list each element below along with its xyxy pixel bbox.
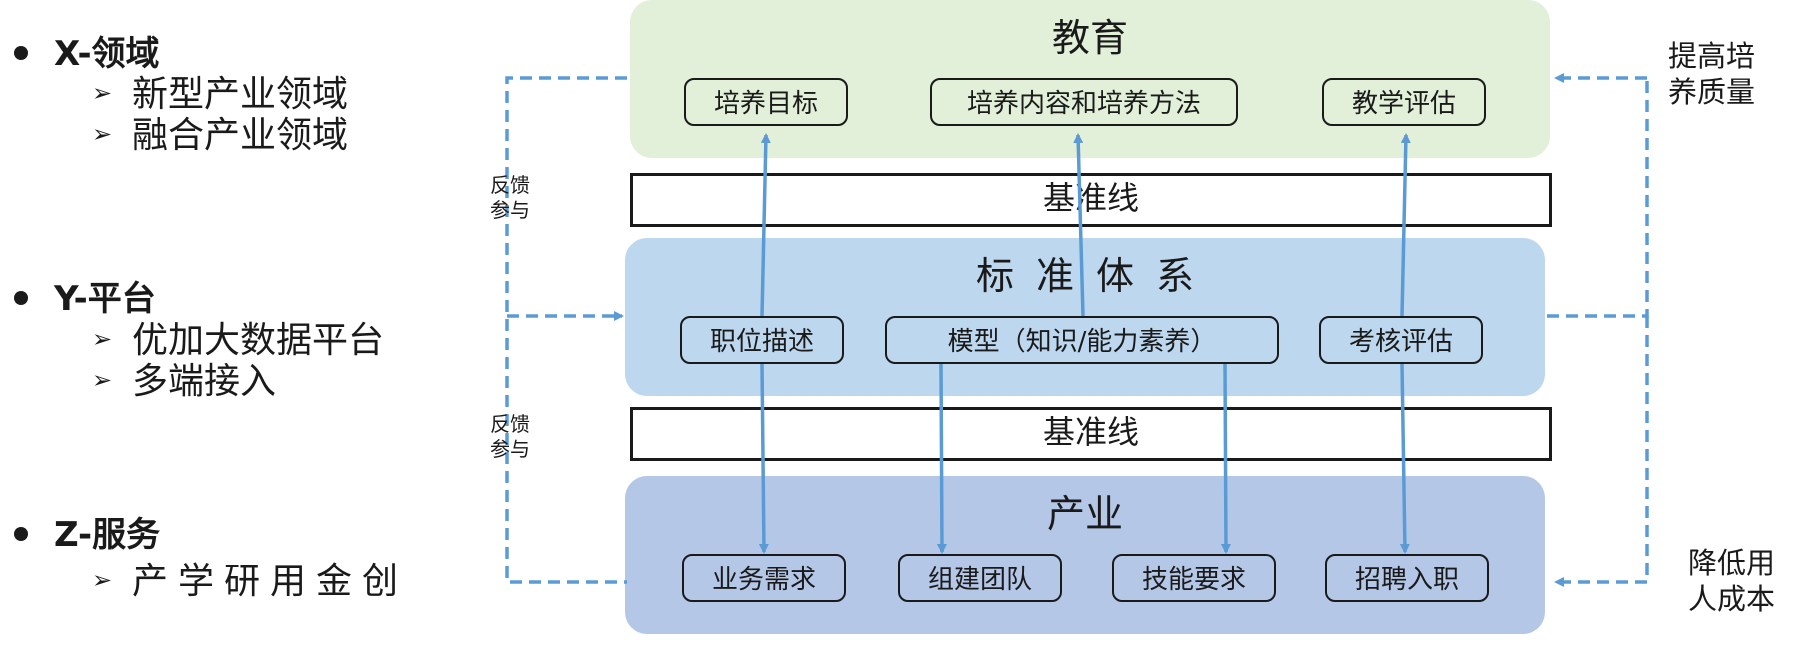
arrow-up-1 bbox=[760, 133, 771, 317]
standards-panel: 标准体系 职位描述 模型（知识/能力素养） 考核评估 bbox=[625, 238, 1545, 396]
arrow-down-1 bbox=[758, 363, 769, 554]
job-description-box: 职位描述 bbox=[680, 316, 844, 364]
list-item: ➢优加大数据平台 bbox=[92, 320, 385, 361]
list-item: ➢多端接入 bbox=[92, 361, 277, 402]
bullet-icon bbox=[14, 290, 28, 305]
arrow-bullet-icon: ➢ bbox=[92, 120, 113, 148]
y-platform-heading: Y-平台 bbox=[14, 279, 156, 319]
competency-model-box: 模型（知识/能力素养） bbox=[885, 316, 1279, 364]
z-service-heading: Z-服务 bbox=[14, 515, 160, 555]
education-title: 教育 bbox=[1051, 16, 1128, 60]
baseline-bottom: 基准线 bbox=[630, 407, 1552, 461]
arrow-up-3 bbox=[1400, 133, 1411, 317]
arrow-bullet-icon: ➢ bbox=[92, 366, 113, 394]
industry-title: 产业 bbox=[1046, 492, 1123, 536]
build-team-box: 组建团队 bbox=[898, 554, 1062, 602]
left-dashed-loop bbox=[505, 76, 627, 584]
list-item: ➢融合产业领域 bbox=[92, 115, 349, 156]
feedback-note-bottom: 反馈 参与 bbox=[490, 412, 530, 461]
bullet-icon bbox=[14, 526, 28, 541]
skill-requirements-box: 技能要求 bbox=[1112, 554, 1276, 602]
arrow-down-4 bbox=[1399, 363, 1410, 554]
arrow-bullet-icon: ➢ bbox=[92, 79, 113, 107]
arrow-down-3 bbox=[1220, 363, 1231, 554]
improve-quality-label: 提高培 养质量 bbox=[1668, 39, 1756, 109]
assessment-box: 考核评估 bbox=[1319, 316, 1483, 364]
baseline-top: 基准线 bbox=[630, 173, 1552, 227]
standards-title: 标准体系 bbox=[975, 254, 1216, 298]
bullet-icon bbox=[14, 45, 28, 60]
feedback-note-top: 反馈 参与 bbox=[490, 173, 530, 222]
training-goals-box: 培养目标 bbox=[684, 78, 848, 126]
recruitment-box: 招聘入职 bbox=[1325, 554, 1489, 602]
x-domain-heading: X-领域 bbox=[14, 34, 160, 74]
list-item: ➢产学研用金创 bbox=[92, 561, 409, 602]
arrow-up-2 bbox=[1073, 133, 1085, 317]
training-content-box: 培养内容和培养方法 bbox=[930, 78, 1238, 126]
teaching-evaluation-box: 教学评估 bbox=[1322, 78, 1486, 126]
list-item: ➢新型产业领域 bbox=[92, 74, 349, 115]
right-dashed-loop bbox=[1547, 78, 1649, 318]
arrow-bullet-icon: ➢ bbox=[92, 325, 113, 353]
business-needs-box: 业务需求 bbox=[682, 554, 846, 602]
industry-panel: 产业 业务需求 组建团队 技能要求 招聘入职 bbox=[625, 476, 1545, 634]
arrow-bullet-icon: ➢ bbox=[92, 566, 123, 594]
arrow-down-2 bbox=[936, 363, 947, 554]
education-panel: 教育 培养目标 培养内容和培养方法 教学评估 bbox=[630, 0, 1550, 158]
reduce-cost-label: 降低用 人成本 bbox=[1688, 546, 1776, 616]
